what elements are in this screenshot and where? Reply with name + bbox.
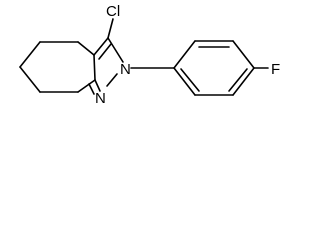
bond-c3a-c3 <box>93 37 109 56</box>
chlorine-label: Cl <box>106 3 120 20</box>
bond-c7a-n1-double <box>88 83 95 95</box>
bond-ph-double-right <box>228 68 248 92</box>
bond-c6-c7 <box>19 66 41 93</box>
bond-n2-n1 <box>106 73 118 87</box>
pyrazole-ring <box>77 37 124 95</box>
bond-ph-c6-c1 <box>173 67 196 96</box>
fluorophenyl-ring <box>173 40 255 96</box>
fluorine-label: F <box>271 61 280 78</box>
bond-c3a-c3-double <box>98 43 112 60</box>
molecule-canvas: Cl N N F <box>0 0 302 124</box>
nitrogen-n2-label: N <box>120 61 131 78</box>
molecule-structure: Cl N N F <box>19 3 280 107</box>
nitrogen-n1-label: N <box>95 90 106 107</box>
bond-c3-cl <box>107 18 114 39</box>
bond-c3a-c7a <box>93 54 96 81</box>
bond-ph-c4-c5 <box>232 67 255 96</box>
bond-c7a-n1 <box>94 79 101 92</box>
bond-ph-c3-c4 <box>232 40 255 69</box>
bond-c7a-c8 <box>77 79 96 93</box>
bond-ph-c1-c2 <box>173 40 196 69</box>
bond-c5-c6 <box>19 41 41 68</box>
cyclohexane-ring <box>19 41 79 93</box>
bond-c3a-c4 <box>77 41 95 56</box>
bond-ph-double-left <box>180 68 200 92</box>
bond-c3-n2 <box>107 37 124 63</box>
